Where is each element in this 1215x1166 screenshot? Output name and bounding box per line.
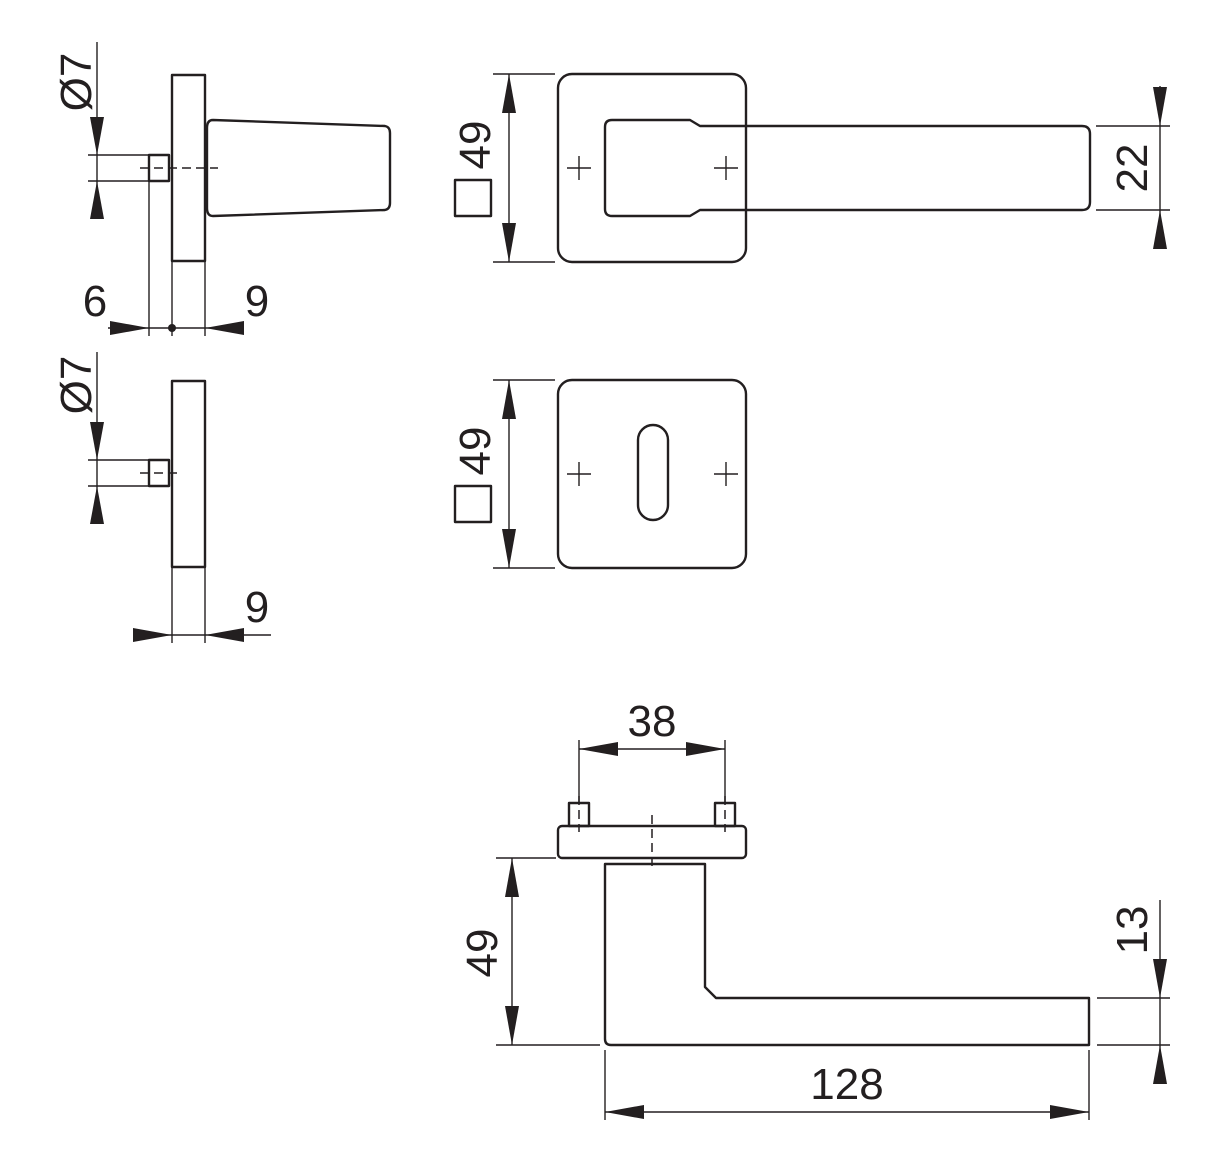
dimension-arrow <box>505 858 519 897</box>
dimension-arrow <box>605 1105 644 1119</box>
dimension-arrow <box>1153 1045 1167 1084</box>
front-view-handle: 49 22 <box>451 72 1170 264</box>
square-escutcheon <box>556 378 748 570</box>
dimension-arrow <box>686 742 725 756</box>
handle-lever-top <box>603 862 1091 1047</box>
dimension-arrow <box>90 486 104 524</box>
dimension-escutcheon-depth: 9 <box>245 583 269 632</box>
dimension-arrow <box>90 117 104 155</box>
dimension-arrow <box>502 529 516 568</box>
dimension-arrow <box>579 742 618 756</box>
dimension-dot <box>168 324 176 332</box>
dimension-screw-spacing: 38 <box>628 697 677 746</box>
screw-mark <box>714 156 738 180</box>
escutcheon-profile <box>170 379 207 569</box>
screw-mark <box>567 462 591 486</box>
dimension-pin-diameter-top: Ø7 <box>52 53 101 112</box>
dimension-arrow <box>110 321 149 335</box>
front-view-escutcheon: 49 <box>451 378 748 570</box>
dimension-arrow <box>502 74 516 113</box>
side-view-handle: Ø7 6 9 <box>52 42 392 336</box>
handle-neck-profile <box>205 118 392 218</box>
dimension-arrow <box>1153 959 1167 998</box>
dimension-arrow <box>505 1006 519 1045</box>
dimension-pin-diameter-bottom: Ø7 <box>52 356 101 415</box>
dimension-offset-right: 9 <box>245 277 269 326</box>
screw-mark <box>714 462 738 486</box>
dimension-arrow <box>1153 87 1167 126</box>
dimension-arrow <box>90 181 104 219</box>
dimension-rose-size-keyhole: 49 <box>451 427 500 476</box>
dimension-arrow <box>1050 1105 1089 1119</box>
dimension-handle-length: 128 <box>810 1060 883 1109</box>
square-symbol-icon <box>453 484 493 524</box>
dimension-arrow <box>205 628 244 642</box>
side-view-escutcheon: Ø7 9 <box>52 352 271 643</box>
dimension-arrow <box>133 628 172 642</box>
dimension-handle-thickness: 13 <box>1108 906 1157 955</box>
dimension-rose-size-handle: 49 <box>451 121 500 170</box>
dimension-handle-projection: 49 <box>458 929 507 978</box>
square-symbol-icon <box>453 178 493 218</box>
dimension-handle-height: 22 <box>1108 144 1157 193</box>
square-rose <box>556 72 748 264</box>
dimension-arrow <box>205 321 244 335</box>
dimension-arrow <box>502 223 516 262</box>
dimension-arrow <box>1153 210 1167 249</box>
dimension-arrow <box>502 380 516 419</box>
dimension-arrow <box>90 422 104 460</box>
dimension-offset-left: 6 <box>83 277 107 326</box>
top-view-handle: 38 49 13 128 <box>458 697 1170 1120</box>
keyhole-slot <box>636 423 670 522</box>
handle-lever-front <box>603 118 1092 218</box>
screw-mark <box>567 156 591 180</box>
